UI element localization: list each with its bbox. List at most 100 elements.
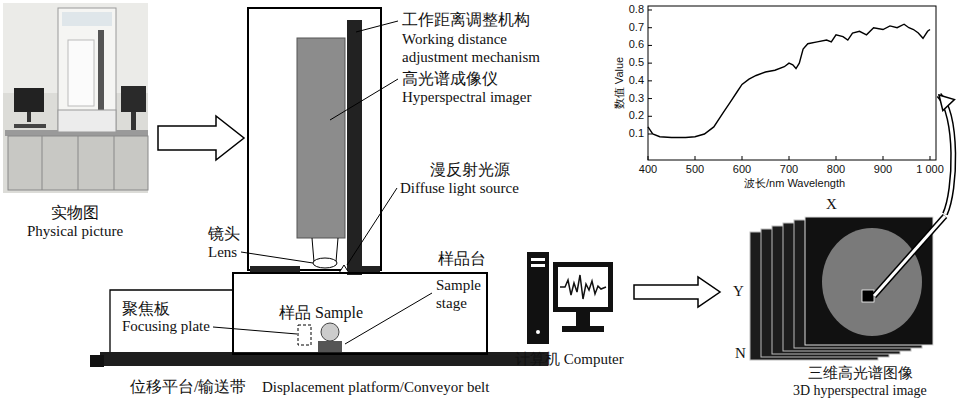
part-label: Sample stage [436, 276, 486, 312]
image-cube [805, 217, 933, 345]
leader-line [356, 21, 398, 32]
spectrum-chart [648, 6, 936, 160]
computer-icon [536, 330, 540, 334]
computer-icon [576, 312, 590, 326]
image-cube [862, 290, 874, 302]
instrument-photo [68, 40, 94, 106]
instrument-photo [14, 88, 44, 112]
instrument-photo [42, 136, 43, 190]
axis-tick [648, 63, 652, 64]
plot-frame [648, 6, 936, 160]
computer-icon [562, 326, 604, 332]
axis-tick [695, 156, 696, 160]
leader-line [241, 252, 313, 263]
axis-tick [883, 156, 884, 160]
axis-tick-label: 700 [779, 163, 799, 176]
axis-tick [930, 156, 931, 160]
computer-icon [531, 264, 545, 267]
image-cube [874, 216, 945, 296]
axis-tick-label: 800 [826, 163, 846, 176]
axis-tick-label: 600 [732, 163, 752, 176]
leader-line [213, 21, 432, 344]
flow-arrow [939, 95, 954, 214]
axis-tick-label: 0.4 [628, 74, 645, 87]
leader-line [347, 188, 397, 265]
axis-tick-label: 0.1 [628, 127, 645, 140]
instrument-photo [62, 12, 112, 26]
axis-tick-label: 0.2 [628, 110, 645, 123]
image-cube [822, 228, 922, 336]
imaging-device [90, 355, 104, 367]
part-label: Physical picture [27, 222, 123, 240]
axis-tick [648, 80, 652, 81]
imaging-device [347, 20, 362, 275]
node-text: 波长/nm Wavelength [744, 177, 845, 190]
axis-tick [648, 116, 652, 117]
axis-tick-label: 0.6 [628, 39, 645, 52]
axis-tick-label: 0.8 [628, 3, 645, 16]
axis-tick-label: 0.3 [628, 92, 645, 105]
flow-arrow [634, 277, 720, 307]
imaging-device [297, 38, 345, 238]
part-label: 位移平台/输送带 [130, 377, 246, 396]
computer-icon [558, 267, 608, 307]
instrument-photo [78, 136, 79, 190]
imaging-device [321, 323, 339, 341]
leader-line [213, 327, 297, 334]
part-label: 漫反射光源 [430, 160, 510, 179]
axis-tick-label: 0.7 [628, 21, 645, 34]
imaging-device [110, 290, 232, 352]
node-text: 3D hyperspectral image [793, 383, 927, 400]
node-text: 三维高光谱图像 [808, 364, 913, 382]
axis-tick-label: 1 000 [915, 163, 945, 176]
part-label: Hyperspectral imager [402, 88, 532, 106]
axis-letter: N [735, 344, 746, 362]
axis-letter: X [826, 195, 837, 213]
axis-tick [742, 156, 743, 160]
flow-arrow [634, 277, 720, 307]
part-label: Working distance adjustment mechanism [402, 30, 567, 66]
instrument-photo [58, 110, 116, 132]
node-text: 计算机 Computer [515, 350, 624, 368]
axis-tick [648, 9, 652, 10]
axis-tick-label: 500 [685, 163, 705, 176]
leader-line [330, 79, 398, 120]
part-label: 工作距离调整机构 [402, 10, 530, 29]
part-label: 镜头 [208, 224, 240, 243]
hyperspectral-cube: 三维高光谱图像3D hyperspectral image [724, 214, 960, 404]
part-label: 实物图 [51, 203, 99, 222]
part-label: 样品台 [438, 249, 486, 268]
instrument-photo [27, 112, 31, 122]
part-label: Lens [208, 243, 237, 261]
axis-letter: Y [733, 282, 744, 300]
axis-tick-label: 900 [873, 163, 893, 176]
instrument-photo [3, 3, 148, 193]
image-cube [750, 216, 945, 360]
instrument-photo [58, 8, 116, 132]
computer-icon [527, 252, 613, 344]
hollow-arrow [158, 116, 244, 160]
computer-icon [553, 262, 613, 312]
axis-title: 数值 Value [613, 57, 626, 109]
instrument-photo [131, 112, 136, 130]
spectrum-chart-box: 数值 Value 波长/nm Wavelength [612, 0, 936, 194]
axis-tick [836, 156, 837, 160]
imaging-device [312, 238, 314, 262]
sample-chamber: 样品 Sample [232, 272, 488, 355]
part-label: Focusing plate [122, 317, 210, 335]
image-cube [874, 216, 945, 296]
part-label: 高光谱成像仪 [402, 69, 498, 88]
imaging-device [336, 238, 338, 262]
part-label: Diffuse light source [400, 179, 519, 197]
axis-tick [648, 27, 652, 28]
instrument-photo [8, 136, 148, 190]
imaging-device [313, 258, 337, 268]
axis-tick-label: 0.5 [628, 57, 645, 70]
flow-arrow [939, 95, 953, 214]
axis-tick [648, 98, 652, 99]
computer: 计算机 Computer [513, 246, 630, 372]
instrument-photo [3, 3, 148, 193]
imaging-device [298, 325, 311, 345]
instrument-photo [98, 30, 104, 110]
